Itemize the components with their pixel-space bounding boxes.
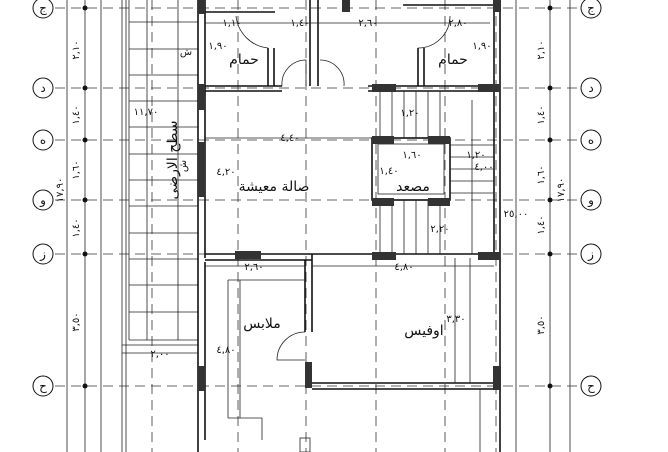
dim-label: ٢,١٠ (71, 40, 82, 59)
axis-bubble: ه (32, 129, 54, 151)
dim-label: ١١,٧٠ (134, 107, 159, 118)
room-elevator: مصعد (396, 179, 430, 195)
stairs (379, 91, 494, 254)
axis-bubble: ز (32, 243, 54, 265)
dim-label: ١,٤٠ (71, 218, 82, 237)
roof-tiles (122, 0, 198, 346)
dim-label: ١,٤٠ (536, 105, 547, 124)
dim-label: ٤,٤٠ (280, 133, 299, 144)
svg-text:د: د (588, 81, 593, 95)
svg-text:ج: ج (39, 1, 47, 15)
axis-bubble: ج (32, 0, 54, 19)
svg-text:ه: ه (40, 133, 46, 147)
dim-label: ١,٦٠ (402, 150, 421, 161)
dim-ticks (82, 5, 553, 389)
svg-text:و: و (39, 193, 46, 208)
axis-bubble: ج (580, 0, 602, 19)
room-office: اوفيس (404, 323, 443, 339)
interior-dim-lines (122, 22, 494, 418)
interior-dimensions: ١,١٠ ١,٤٠ ٢,٦٠ ٢,٨٠ ١,٩٠ ١,٩٠ ١١,٧٠ ٤,٤٠… (134, 18, 494, 360)
axis-bubble: د (580, 77, 602, 99)
dimension-frame (66, 0, 571, 452)
svg-text:ح: ح (587, 379, 595, 393)
dim-label: ٤,٨٠ (394, 262, 413, 273)
svg-text:د: د (40, 81, 45, 95)
doors (235, 15, 451, 361)
dim-label: ٣,٣٠ (446, 314, 465, 325)
axis-bubble: و (580, 189, 602, 211)
right-dimensions: ٢,١٠ ١,٤٠ ١,٦٠ ١٧,٩٠ ١,٤٠ ٣,٥٠ ٢٥,٠٠ (504, 40, 567, 334)
dim-label: ١,٦٠ (536, 165, 547, 184)
svg-text:ج: ج (587, 1, 595, 15)
room-bath-right: حمام (438, 52, 468, 68)
room-roof: سطح الارضى (165, 121, 181, 200)
axis-bubble: و (32, 189, 54, 211)
dim-label: ١,٤٠ (290, 18, 309, 29)
dim-label: ١,٤٠ (379, 166, 398, 177)
dim-label: ٣,٥٠ (536, 315, 547, 334)
room-labels: حمام حمام صالة معيشة مصعد ملابس اوفيس سط… (165, 47, 468, 339)
columns (198, 0, 501, 391)
shaft-label: ش (178, 160, 189, 172)
dim-label: ٢,٨٠ (448, 18, 467, 29)
dim-label: ١,٤٠ (71, 105, 82, 124)
axis-bubble: د (32, 77, 54, 99)
axis-bubble: ح (32, 375, 54, 397)
dim-label: ٤,٠٠ (474, 162, 493, 173)
dim-label: ١٧,٩٠ (55, 178, 66, 203)
svg-text:ه: ه (588, 133, 594, 147)
axis-bubble: ح (580, 375, 602, 397)
room-bath-left: حمام (229, 52, 259, 68)
left-dimensions: ٢,١٠ ١,٤٠ ١,٦٠ ١٧,٩٠ ١,٤٠ ٣,٥٠ (55, 40, 82, 331)
dim-label: ١٧,٩٠ (556, 178, 567, 203)
dim-label: ١,١٠ (222, 18, 241, 29)
dim-label: ٢,٦٠ (244, 262, 263, 273)
dim-label: ٣,٥٠ (71, 312, 82, 331)
walls (197, 0, 501, 452)
svg-text:ز: ز (587, 247, 594, 262)
room-closet: ملابس (243, 316, 281, 332)
dim-label: ٢,٢٠ (430, 224, 449, 235)
dim-label: ١,٩٠ (208, 41, 227, 52)
shaft-label: ش (180, 47, 192, 58)
dim-label: ٢,٦٠ (358, 18, 377, 29)
svg-text:و: و (587, 193, 594, 208)
axis-bubble: ز (580, 243, 602, 265)
dim-label: ١,٢٠ (466, 150, 485, 161)
svg-text:ح: ح (39, 379, 47, 393)
dim-label: ١,٢٠ (400, 108, 419, 119)
axis-bubble: ه (580, 129, 602, 151)
dim-label: ١,٤٠ (536, 215, 547, 234)
dim-label: ١,٦٠ (71, 160, 82, 179)
axis-labels: ج د ه و ز ح ج د ه و ز ح (32, 0, 602, 397)
dim-label: ٢٥,٠٠ (504, 209, 529, 220)
svg-text:ز: ز (39, 247, 46, 262)
dim-label: ٢,١٠ (536, 40, 547, 59)
dim-label: ١,٩٠ (472, 41, 491, 52)
dim-label: ٤,٢٠ (216, 167, 235, 178)
room-living: صالة معيشة (239, 179, 310, 195)
dim-label: ٢,٠٠ (150, 349, 169, 360)
dim-label: ٤,٨٠ (216, 345, 235, 356)
